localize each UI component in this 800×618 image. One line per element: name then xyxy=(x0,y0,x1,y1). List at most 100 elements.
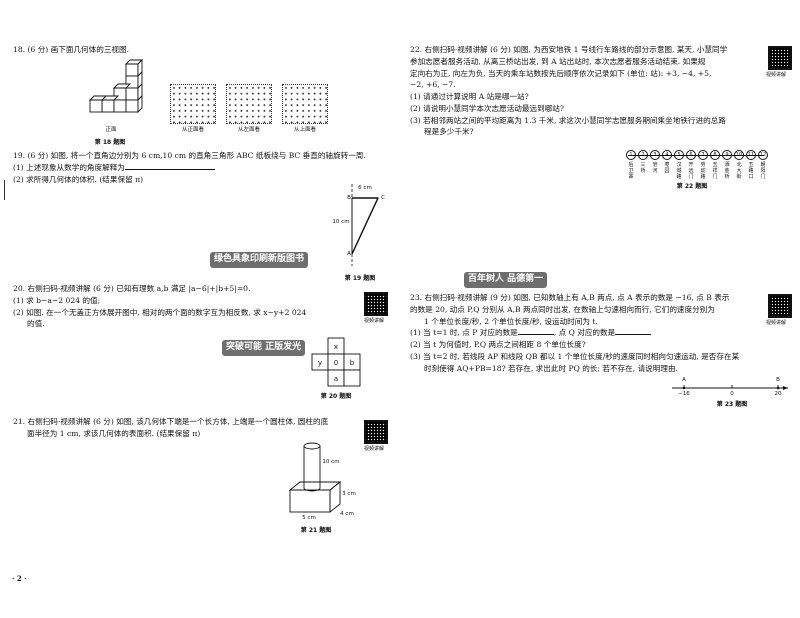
q23-text-5: (2) 当 t 为何值时, P,Q 两点之间相距 8 个单位长度? xyxy=(410,340,586,350)
q18-grid-left xyxy=(226,84,272,124)
q20-qr-code[interactable] xyxy=(364,292,388,316)
q22-station-name: 劳动路 xyxy=(700,162,706,180)
q22-station-name: 枣园 xyxy=(664,162,670,174)
q18-label-view-top: 从上面看 xyxy=(293,127,316,133)
q22-station-name: 玉祥门 xyxy=(712,162,718,180)
q19-triangle-figure xyxy=(351,184,379,266)
watermark-3: 突破可能 正版发光 xyxy=(222,340,306,356)
q20-text-3: (2) 如图, 在一个无盖正方体展开图中, 相对的两个面的数字互为相反数, 求 … xyxy=(13,307,307,317)
q20-text-1: 20. 右侧扫码·视频讲解 (6 分) 已知有理数 a,b 满足 |a−6|+|… xyxy=(13,284,251,293)
q20-cell-x: x xyxy=(333,343,339,351)
q18-cube-stack xyxy=(88,58,144,114)
q23-text-1: 23. 右侧扫码·视频讲解 (9 分) 如图, 已知数轴上有 A,B 两点, 点… xyxy=(410,293,730,302)
q21-label-5cm: 5 cm xyxy=(302,515,316,521)
q21-qr-code[interactable] xyxy=(364,420,388,444)
question-20: 20. 右侧扫码·视频讲解 (6 分) 已知有理数 a,b 满足 |a−6|+|… xyxy=(13,283,306,330)
question-21: 21. 右侧扫码·视频讲解 (6 分) 如图, 该几何体下端是一个长方体, 上端… xyxy=(13,416,328,440)
q18-figure-caption: 第 18 题图 xyxy=(94,139,126,146)
q22-station-name: 后卫寨 xyxy=(628,162,634,180)
q18-label-front: 正面 xyxy=(105,127,117,133)
q23-text-4: (1) 当 t=1 时, 点 P 对应的数是, 点 Q 对应的数是 xyxy=(410,327,739,339)
q19-text-3: (2) 求所得几何体的体积. (结果保留 π) xyxy=(13,174,144,184)
q23-answer-blank-p[interactable] xyxy=(517,334,554,336)
q23-axis-left: −16 xyxy=(678,391,690,397)
q23-text-3: 1 个单位长度/秒, 2 个单位长度/秒, 设运动时间为 t. xyxy=(424,316,598,326)
q22-station-marker: 3 xyxy=(650,150,660,160)
q21-label-10cm: 10 cm xyxy=(322,459,340,465)
q22-station-name: 洒金桥 xyxy=(724,162,730,180)
q22-station-marker: 8 xyxy=(710,150,720,160)
watermark-1: 绿色具象印刷新版图书 xyxy=(210,252,309,268)
q20-cell-y: y xyxy=(317,359,323,367)
q22-text-8: 程是多少千米? xyxy=(424,127,474,137)
question-19: 19. (6 分) 如图, 将一个直角边分别为 6 cm,10 cm 的直角三角… xyxy=(13,150,366,185)
q22-text-1: 22. 右侧扫码·视频讲解 (6 分) 如图, 为西安地铁 1 号线行车路线的部… xyxy=(410,45,728,54)
q23-text-6: (3) 当 t=2 时, 若线段 AP 和线段 QB 都以 1 个单位长度/秒的… xyxy=(410,351,740,361)
q22-text-4: −2, +6, −7. xyxy=(410,80,456,90)
q22-station-marker: 2 xyxy=(638,150,648,160)
q22-text-7: (3) 若相邻两站之间的平均距离为 1.3 千米, 求这次小慧同学志愿服务期间乘… xyxy=(410,115,726,125)
q19-answer-blank[interactable] xyxy=(124,168,215,170)
q22-text-2: 参加志愿者服务活动, 从离三桥站出发, 到 A 站出站时, 本次志愿者服务活动结… xyxy=(410,56,706,66)
q22-station-marker: 1 xyxy=(626,150,636,160)
q20-qr-caption: 视频讲解 xyxy=(364,318,385,324)
q21-text-2: 面半径为 1 cm, 求该几何体的表面积. (结果保留 π) xyxy=(27,428,201,438)
q23-axis-b: B xyxy=(776,377,780,383)
q22-metro-line xyxy=(628,155,764,156)
question-22: 22. 右侧扫码·视频讲解 (6 分) 如图, 为西安地铁 1 号线行车路线的部… xyxy=(410,44,727,138)
q18-label-view-front: 从正面看 xyxy=(181,127,204,133)
q22-station-marker: 7 xyxy=(698,150,708,160)
q23-axis-right: 20 xyxy=(774,391,782,397)
q22-station-name: 汉城路 xyxy=(676,162,682,180)
q22-station-name: 开远门 xyxy=(688,162,694,180)
q19-label-c: C xyxy=(381,195,385,201)
q22-station-marker: 10 xyxy=(734,150,744,160)
q19-label-10cm: 10 cm xyxy=(332,219,350,225)
q20-figure-caption: 第 20 题图 xyxy=(320,393,352,400)
q23-text-7: 时刻使得 AQ+PB=18? 若存在, 求出此时 PQ 的长; 若不存在, 请说… xyxy=(424,363,678,373)
q21-figure-caption: 第 21 题图 xyxy=(300,527,332,534)
watermark-2: 百年树人 品德第一 xyxy=(464,272,548,288)
q19-label-6cm: 6 cm xyxy=(358,185,372,191)
q23-figure-caption: 第 23 题图 xyxy=(716,401,748,408)
q22-text-6: (2) 请说明小慧同学本次志愿活动最远到哪站? xyxy=(410,103,564,113)
q19-text-2: (1) 上述现象从数学的角度解释为 xyxy=(13,162,366,174)
q23-qr-code[interactable] xyxy=(768,294,792,318)
q22-station-marker: 9 xyxy=(722,150,732,160)
q21-label-3cm: 3 cm xyxy=(342,491,356,497)
q20-text-4: 的值. xyxy=(27,319,45,329)
q22-station-marker: 12 xyxy=(758,150,768,160)
q22-qr-code[interactable] xyxy=(768,46,792,70)
question-23: 23. 右侧扫码·视频讲解 (9 分) 如图, 已知数轴上有 A,B 两点, 点… xyxy=(410,292,739,374)
q21-qr-caption: 视频讲解 xyxy=(364,446,385,452)
q20-cell-a: a xyxy=(333,375,339,383)
q19-figure-caption: 第 19 题图 xyxy=(344,275,376,282)
q23-axis-zero: 0 xyxy=(730,391,734,397)
q18-grid-front xyxy=(170,84,216,124)
q22-station-marker: 6 xyxy=(686,150,696,160)
q23-axis-a: A xyxy=(682,377,686,383)
q22-station-marker: 5 xyxy=(674,150,684,160)
q19-label-b: B xyxy=(347,195,351,201)
q22-station-marker: 11 xyxy=(746,150,756,160)
q21-label-4cm: 4 cm xyxy=(340,511,354,517)
q23-text-2: 的数是 20, 动点 P,Q 分别从 A,B 两点同时出发, 在数轴上匀速相向而… xyxy=(410,304,715,314)
q22-text-3: 定向右为正, 向左为负, 当天的乘车站数按先后顺序依次记录如下 (单位: 站):… xyxy=(410,68,712,78)
q20-cube-net xyxy=(311,337,361,387)
q22-station-name: 三桥 xyxy=(640,162,646,174)
q21-solid-figure xyxy=(288,442,342,513)
q22-station-name: 五路口 xyxy=(748,162,754,180)
q23-qr-caption: 视频讲解 xyxy=(766,320,787,326)
q18-text: 18. (6 分) 画下面几何体的三视图. xyxy=(13,45,130,54)
q22-text-5: (1) 请通过计算说明 A 站是哪一站? xyxy=(410,92,529,102)
q23-answer-blank-q[interactable] xyxy=(615,334,652,336)
q18-grid-top xyxy=(282,84,328,124)
q20-text-2: (1) 求 b−a−2 024 的值; xyxy=(13,295,101,305)
q23-number-line xyxy=(672,385,788,390)
q22-qr-caption: 视频讲解 xyxy=(766,72,787,78)
q22-station-name: 北大街 xyxy=(736,162,742,180)
page-number: · 2 · xyxy=(12,574,27,583)
q18-label-view-left: 从左面看 xyxy=(237,127,260,133)
q20-cell-b: b xyxy=(349,359,355,367)
q22-station-marker: 4 xyxy=(662,150,672,160)
